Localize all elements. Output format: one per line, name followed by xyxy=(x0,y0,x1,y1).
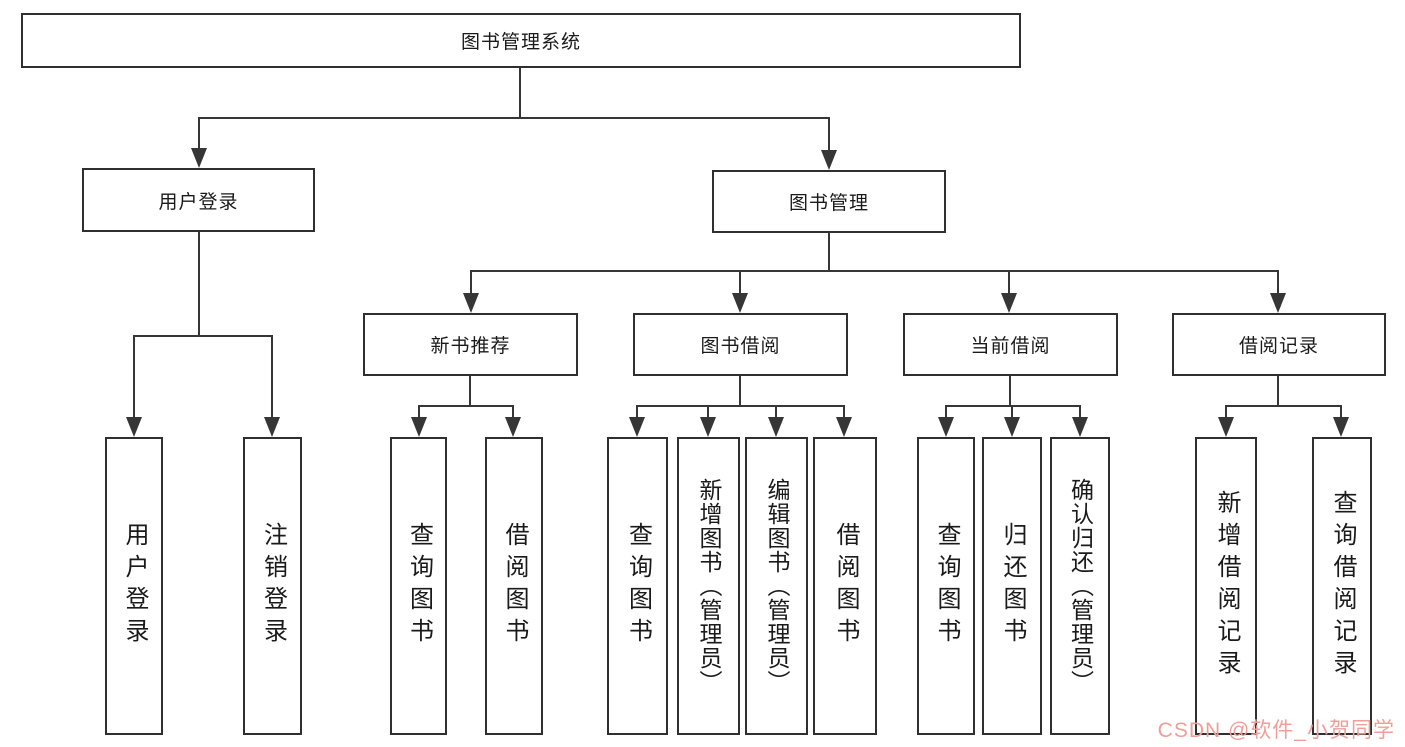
leaf-edit-books-admin: 编辑图书（管理员） xyxy=(745,437,808,735)
leaf-query-borrow-record: 查询借阅记录 xyxy=(1312,437,1372,735)
arrowhead-g4-add xyxy=(1218,417,1234,437)
leaf-return-books: 归还图书 xyxy=(982,437,1042,735)
connector-bookmgmt-stem xyxy=(828,232,830,272)
arrowhead-book-borrow xyxy=(732,293,748,313)
leaf-add-books-admin: 新增图书（管理员） xyxy=(677,437,740,735)
node-book-management: 图书管理 xyxy=(712,170,946,233)
connector-bookmgmt-bar xyxy=(470,270,1279,272)
arrowhead-logout xyxy=(264,417,280,437)
arrowhead-g3-return xyxy=(1004,417,1020,437)
connector-g2-stub3 xyxy=(775,405,777,419)
leaf-query-books-borrowing: 查询图书 xyxy=(607,437,668,735)
connector-g4-stub1 xyxy=(1225,405,1227,419)
arrowhead-book-mgmt xyxy=(821,150,837,170)
connector-g2-stub2 xyxy=(707,405,709,419)
arrowhead-borrow-records xyxy=(1270,293,1286,313)
csdn-watermark: CSDN @软件_小贺同学 xyxy=(1157,719,1395,742)
arrowhead-new-books xyxy=(463,293,479,313)
node-current-borrowing: 当前借阅 xyxy=(903,313,1118,376)
connector-g3-stem xyxy=(1009,376,1011,407)
connector-stub-user-login xyxy=(198,117,200,151)
leaf-add-borrow-record: 新增借阅记录 xyxy=(1195,437,1257,735)
arrowhead-current-borrow xyxy=(1001,293,1017,313)
node-new-book-recommend: 新书推荐 xyxy=(363,313,578,376)
arrowhead-g3-query xyxy=(938,417,954,437)
arrowhead-g2-borrow xyxy=(836,417,852,437)
leaf-confirm-return-admin: 确认归还（管理员） xyxy=(1050,437,1110,735)
connector-g2-stub4 xyxy=(843,405,845,419)
connector-g2-stem xyxy=(739,376,741,407)
connector-stub-logout xyxy=(271,335,273,419)
arrowhead-g2-query xyxy=(629,417,645,437)
leaf-query-books-recommend: 查询图书 xyxy=(390,437,447,735)
node-book-borrowing: 图书借阅 xyxy=(633,313,848,376)
connector-root-stem xyxy=(519,68,521,118)
connector-stub-borrow-records xyxy=(1277,270,1279,295)
node-user-login: 用户登录 xyxy=(82,168,315,232)
connector-g4-bar xyxy=(1225,405,1342,407)
leaf-user-login: 用户登录 xyxy=(105,437,163,735)
connector-stub-book-mgmt xyxy=(828,117,830,151)
arrowhead-g2-edit xyxy=(768,417,784,437)
arrowhead-g2-add xyxy=(700,417,716,437)
connector-g3-stub1 xyxy=(945,405,947,419)
connector-userlogin-bar xyxy=(133,335,273,337)
connector-g1-bar xyxy=(418,405,514,407)
leaf-query-books-current: 查询图书 xyxy=(917,437,975,735)
connector-stub-new-books xyxy=(470,270,472,295)
connector-stub-login xyxy=(133,335,135,419)
node-root-library-system: 图书管理系统 xyxy=(21,13,1021,68)
connector-g3-stub3 xyxy=(1079,405,1081,419)
node-borrow-records: 借阅记录 xyxy=(1172,313,1386,376)
connector-g2-bar xyxy=(636,405,845,407)
leaf-borrow-books-borrowing: 借阅图书 xyxy=(813,437,877,735)
connector-stub-book-borrow xyxy=(739,270,741,295)
connector-root-bar xyxy=(198,117,830,119)
leaf-borrow-books-recommend: 借阅图书 xyxy=(485,437,543,735)
connector-g2-stub1 xyxy=(636,405,638,419)
arrowhead-login xyxy=(126,417,142,437)
arrowhead-g1-borrow xyxy=(505,417,521,437)
connector-g1-stub2 xyxy=(512,405,514,419)
arrowhead-user-login xyxy=(191,148,207,168)
leaf-logout: 注销登录 xyxy=(243,437,302,735)
connector-g1-stub1 xyxy=(418,405,420,419)
connector-g3-stub2 xyxy=(1011,405,1013,419)
connector-g4-stub2 xyxy=(1340,405,1342,419)
connector-stub-current-borrow xyxy=(1008,270,1010,295)
connector-g4-stem xyxy=(1277,376,1279,407)
connector-g1-stem xyxy=(469,376,471,407)
arrowhead-g1-query xyxy=(411,417,427,437)
arrowhead-g4-query xyxy=(1333,417,1349,437)
connector-userlogin-stem xyxy=(198,232,200,337)
arrowhead-g3-confirm xyxy=(1072,417,1088,437)
